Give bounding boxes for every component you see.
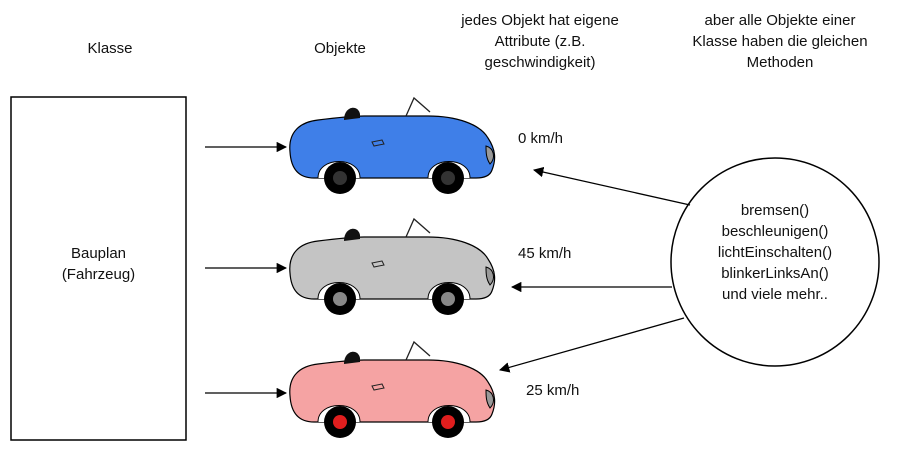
methoden-header-line: Methoden — [746, 54, 814, 71]
attribute-header-line: jedes Objekt hat eigene — [461, 12, 619, 29]
attribute-header-line: geschwindigkeit) — [484, 54, 596, 71]
car-windshield-icon — [405, 217, 431, 238]
class-box — [10, 96, 187, 441]
method-arrow — [532, 166, 691, 206]
car-headlight-icon — [485, 145, 494, 165]
car-hub-icon — [333, 171, 347, 185]
method-item: blinkerLinksAn() — [721, 265, 829, 282]
car-hub-icon — [441, 171, 455, 185]
attribute-header-line: Attribute (z.B. — [494, 33, 586, 50]
car-fender-icon — [317, 405, 471, 423]
speed-label: 45 km/h — [518, 245, 572, 262]
car-seat-icon — [344, 228, 360, 241]
car-headlight-icon — [485, 389, 494, 409]
objekte-header: Objekte — [314, 40, 366, 57]
car-windshield-icon — [405, 96, 431, 117]
methoden-header-line: Klasse haben die gleichen — [692, 33, 868, 50]
car-object — [289, 96, 496, 194]
klasse-header: Klasse — [87, 40, 133, 57]
speed-label: 0 km/h — [518, 130, 564, 147]
car-door-handle-icon — [371, 260, 385, 268]
car-object — [289, 217, 496, 315]
methoden-header-line: aber alle Objekte einer — [704, 12, 856, 29]
methods-list: bremsen() beschleunigen() lichtEinschalt… — [700, 200, 850, 305]
speed-label: 25 km/h — [526, 382, 580, 399]
car-door-handle-icon — [371, 383, 385, 391]
method-item: und viele mehr.. — [722, 286, 828, 303]
car-fender-icon — [317, 282, 471, 300]
car-seat-icon — [344, 351, 360, 364]
car-hub-icon — [333, 292, 347, 306]
method-item: bremsen() — [740, 202, 810, 219]
class-box-label: Bauplan (Fahrzeug) — [11, 243, 186, 285]
car-hub-icon — [441, 415, 455, 429]
method-arrow — [498, 317, 685, 373]
car-hub-icon — [441, 292, 455, 306]
car-seat-icon — [344, 107, 360, 120]
car-windshield-icon — [405, 340, 431, 361]
attribute-header: jedes Objekt hat eigene Attribute (z.B. … — [430, 10, 650, 73]
car-fender-icon — [317, 161, 471, 179]
methods-circle — [670, 157, 880, 367]
car-door-handle-icon — [371, 139, 385, 147]
class-box-line: Bauplan — [70, 245, 127, 262]
method-item: lichtEinschalten() — [717, 244, 833, 261]
car-headlight-icon — [485, 266, 494, 286]
class-box-line: (Fahrzeug) — [61, 266, 136, 283]
car-object — [289, 340, 496, 438]
method-item: beschleunigen() — [721, 223, 829, 240]
car-hub-icon — [333, 415, 347, 429]
methoden-header: aber alle Objekte einer Klasse haben die… — [660, 10, 900, 73]
